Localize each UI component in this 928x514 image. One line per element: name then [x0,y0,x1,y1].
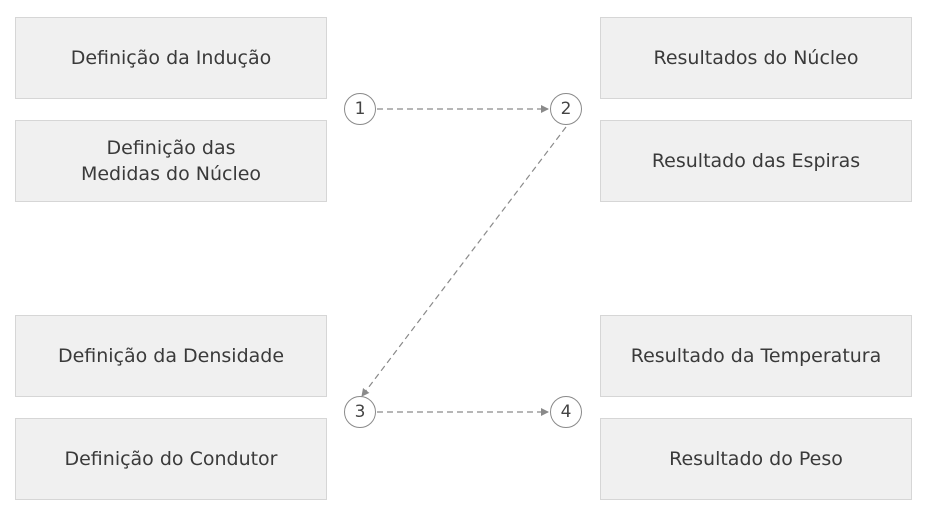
box-definicao-condutor: Definição do Condutor [15,418,327,500]
box-label: Resultados do Núcleo [653,47,859,69]
box-definicao-medidas-nucleo: Definição das Medidas do Núcleo [15,120,327,202]
box-resultado-peso: Resultado do Peso [600,418,912,500]
box-resultado-temperatura: Resultado da Temperatura [600,315,912,397]
step-2-circle: 2 [550,93,582,125]
step-number: 3 [354,402,366,422]
step-number: 1 [354,99,366,119]
box-resultado-espiras: Resultado das Espiras [600,120,912,202]
step-3-circle: 3 [344,396,376,428]
step-number: 2 [560,99,572,119]
box-resultados-nucleo: Resultados do Núcleo [600,17,912,99]
step-4-circle: 4 [550,396,582,428]
box-definicao-densidade: Definição da Densidade [15,315,327,397]
box-label: Definição do Condutor [64,448,278,470]
step-number: 4 [560,402,572,422]
box-label: Definição da Indução [70,47,272,69]
arrow-2-to-3 [361,126,567,397]
box-definicao-inducao: Definição da Indução [15,17,327,99]
box-label: Resultado da Temperatura [630,345,882,367]
box-label: Resultado do Peso [669,448,843,470]
box-label: Resultado das Espiras [651,150,861,172]
box-label: Definição das Medidas do Núcleo [80,137,262,185]
box-label: Definição da Densidade [57,345,285,367]
step-1-circle: 1 [344,93,376,125]
